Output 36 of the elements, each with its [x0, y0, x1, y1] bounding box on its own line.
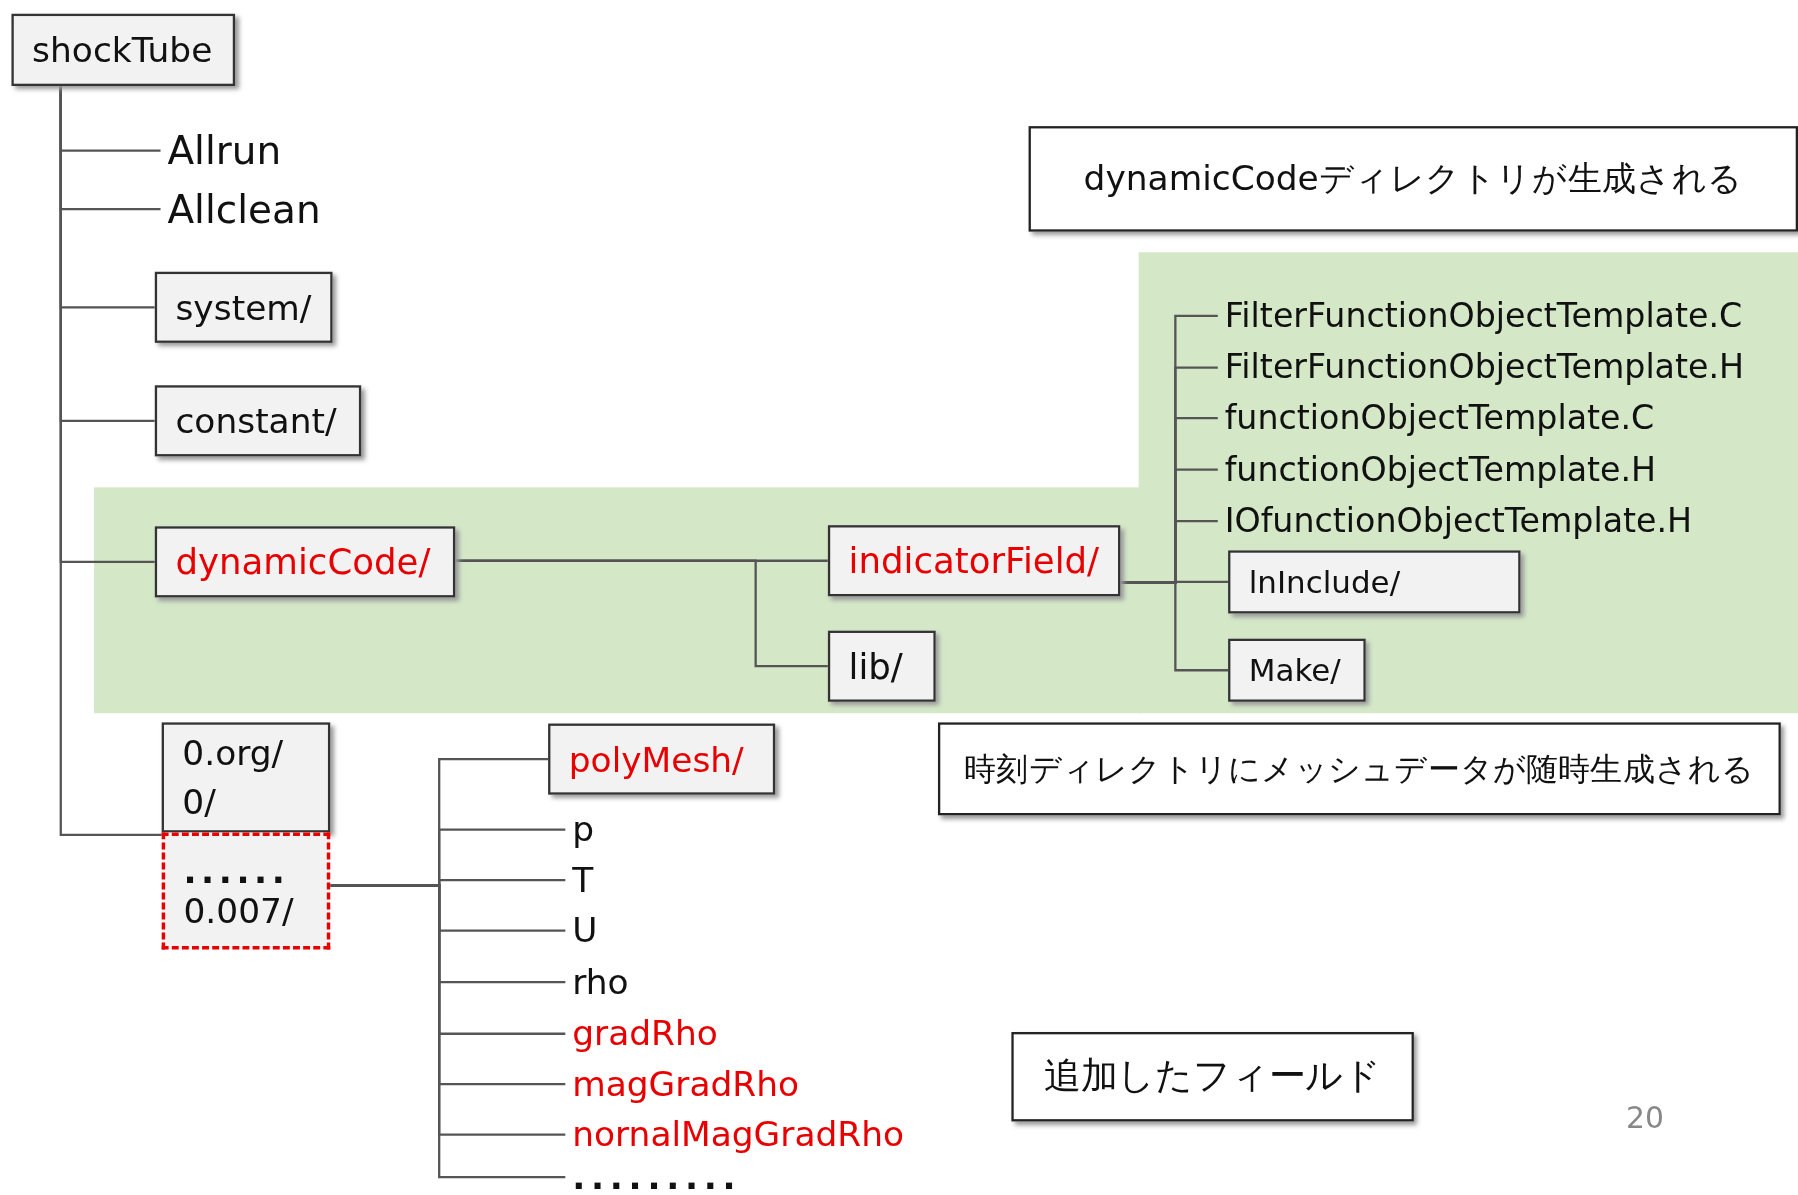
file-name: magGradRho	[565, 1067, 800, 1102]
file-name: U	[565, 913, 598, 948]
folder-box: lib/	[827, 630, 936, 702]
tree-connector	[59, 86, 162, 836]
note-box: 時刻ディレクトリにメッシュデータが随時生成される	[938, 722, 1781, 816]
ellipsis-dots: ......	[183, 850, 291, 891]
folder-box	[161, 722, 331, 833]
ellipsis-dots: .........	[565, 1159, 742, 1195]
folder-box: constant/	[154, 385, 362, 457]
file-name: FilterFunctionObjectTemplate.C	[1217, 299, 1743, 333]
folder-label: 0.007/	[183, 890, 295, 932]
file-name: nornalMagGradRho	[565, 1117, 905, 1152]
file-name: T	[565, 862, 594, 898]
file-name: FilterFunctionObjectTemplate.H	[1217, 350, 1745, 385]
file-name: rho	[565, 964, 629, 1000]
folder-box: system/	[154, 271, 333, 343]
note-box: dynamicCodeディレクトリが生成される	[1028, 126, 1798, 232]
folder-box: Make/	[1228, 638, 1366, 702]
folder-box: lnInclude/	[1228, 550, 1521, 614]
file-name: Allclean	[160, 189, 321, 229]
folder-box: shockTube	[11, 13, 236, 86]
file-name: IOfunctionObjectTemplate.H	[1217, 504, 1693, 538]
file-name: gradRho	[565, 1016, 718, 1051]
folder-label: 0/	[182, 781, 217, 822]
page-number: 20	[1625, 1102, 1664, 1133]
tree-connector	[455, 559, 828, 668]
file-name: functionObjectTemplate.H	[1217, 453, 1657, 487]
folder-box: indicatorField/	[827, 525, 1121, 597]
note-box: 追加したフィールド	[1011, 1032, 1414, 1122]
dashed-box	[161, 832, 331, 950]
file-name: p	[565, 812, 595, 847]
folder-box: polyMesh/	[548, 723, 776, 795]
folder-label: 0.org/	[182, 733, 285, 774]
folder-box: dynamicCode/	[154, 526, 456, 598]
file-name: Allrun	[160, 131, 282, 171]
file-name: functionObjectTemplate.C	[1217, 401, 1655, 435]
